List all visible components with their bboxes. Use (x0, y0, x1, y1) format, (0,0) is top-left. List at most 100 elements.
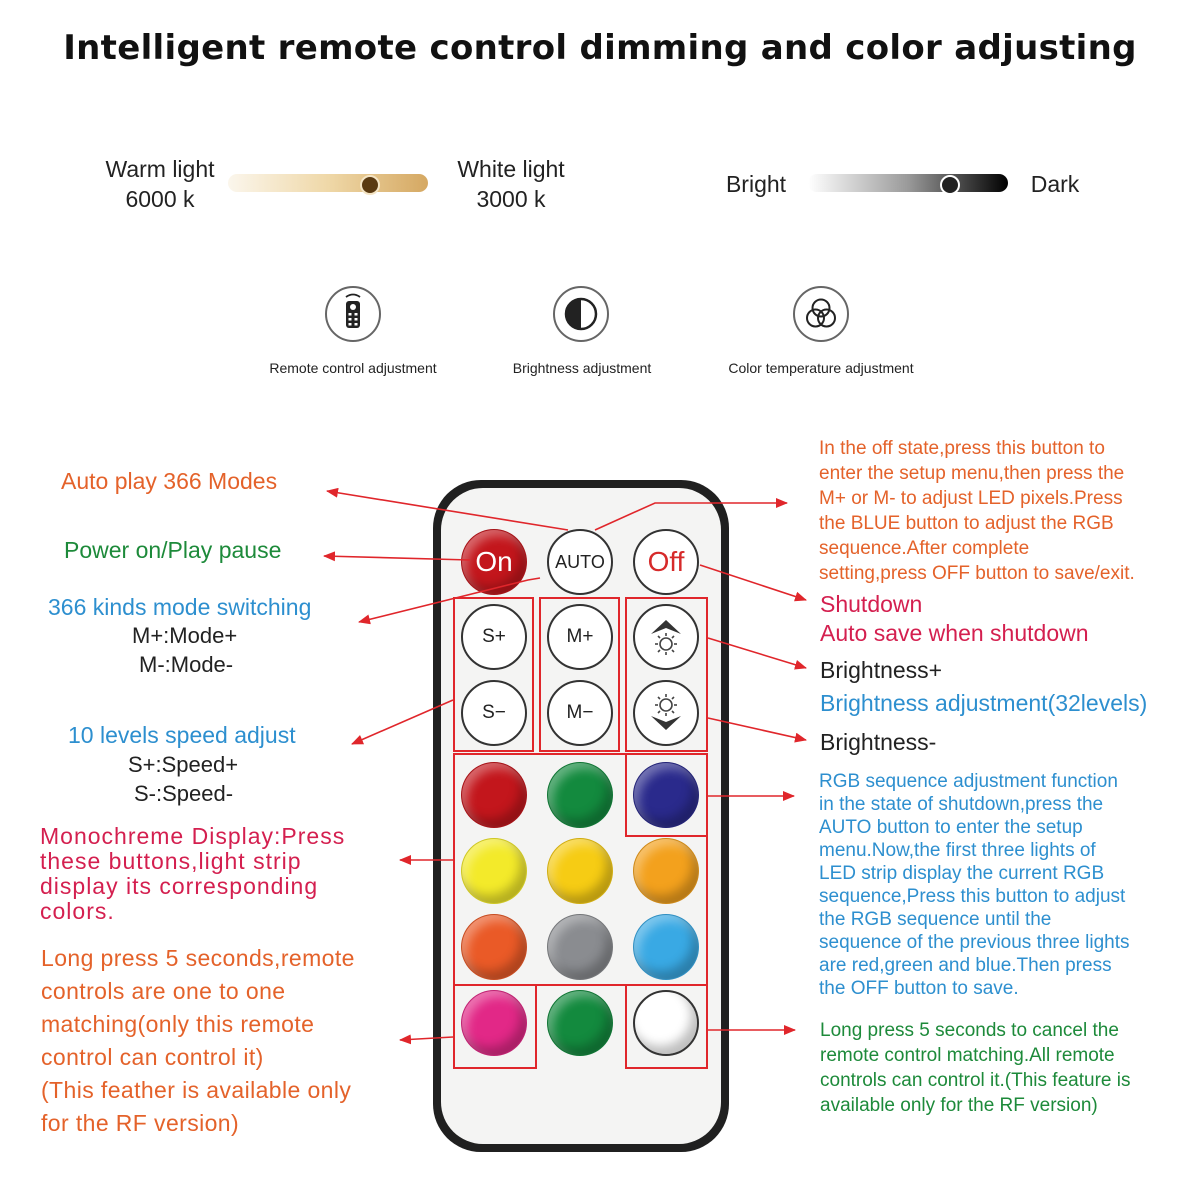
color-button-golden-yellow[interactable] (547, 838, 613, 904)
speed-note: 10 levels speed adjust (68, 722, 296, 748)
monochrome-line: these buttons,light strip (40, 848, 302, 874)
color-button-gray[interactable] (547, 914, 613, 980)
setup-line: sequence.After complete (819, 538, 1030, 559)
mode-plus-note: M+:Mode+ (132, 623, 238, 648)
color-temperature-knob[interactable] (360, 175, 380, 195)
brightness-levels-note: Brightness adjustment(32levels) (820, 690, 1148, 716)
half-circle-icon (553, 286, 609, 342)
color-button-white[interactable] (633, 990, 699, 1056)
long-press-line: controls are one to one (41, 978, 286, 1004)
shutdown-note: Shutdown (820, 591, 923, 617)
color-button-red[interactable] (461, 762, 527, 828)
white-button-box (625, 984, 708, 1069)
auto-play-note: Auto play 366 Modes (61, 468, 278, 494)
brightness-up-icon (651, 620, 681, 655)
rgb-line: in the state of shutdown,press the (819, 794, 1104, 815)
speed-group-box (453, 597, 534, 752)
color-button-blue[interactable] (633, 762, 699, 828)
mode-switch-note: 366 kinds mode switching (48, 594, 312, 620)
rgb-line: the OFF button to save. (819, 978, 1019, 999)
brightness-adjustment-caption: Brightness adjustment (512, 360, 652, 376)
rgb-line: menu.Now,the first three lights of (819, 840, 1096, 861)
mode-minus-button[interactable]: M− (547, 680, 613, 746)
cancel-line: available only for the RF version) (820, 1095, 1098, 1116)
bright-label: Bright (725, 171, 787, 197)
color-grid-box (453, 753, 708, 986)
long-press-line: (This feather is available only (41, 1077, 352, 1103)
mode-group-box (539, 597, 620, 752)
brightness-plus-button[interactable] (633, 604, 699, 670)
brightness-group-box (625, 597, 708, 752)
rgb-line: RGB sequence adjustment function (819, 771, 1118, 792)
brightness-minus-note: Brightness- (820, 729, 937, 755)
pink-button-box (453, 984, 537, 1069)
rgb-line: the RGB sequence until the (819, 909, 1052, 930)
white-light-text: White light (457, 156, 565, 182)
setup-line: setting,press OFF button to save/exit. (819, 563, 1135, 584)
warm-light-text: Warm light (105, 156, 215, 182)
monochrome-note: Monochreme Display:Press these buttons,l… (40, 824, 345, 924)
setup-line: the BLUE button to adjust the RGB (819, 513, 1114, 534)
cancel-line: remote control matching.All remote (820, 1045, 1115, 1066)
white-light-label: White light 3000 k (440, 154, 582, 214)
setup-line: M+ or M- to adjust LED pixels.Press (819, 488, 1123, 509)
monochrome-line: display its corresponding (40, 873, 319, 899)
long-press-line: Long press 5 seconds,remote (41, 945, 355, 971)
long-press-note: Long press 5 seconds,remote controls are… (41, 942, 355, 1140)
speed-minus-note: S-:Speed- (134, 781, 234, 806)
mode-plus-label: M+ (566, 626, 594, 647)
auto-button-label: AUTO (555, 551, 605, 572)
power-note: Power on/Play pause (64, 537, 282, 563)
long-press-line: for the RF version) (41, 1110, 240, 1136)
setup-menu-note: In the off state,press this button to en… (819, 436, 1135, 586)
three-circles-icon (793, 286, 849, 342)
on-button[interactable]: On (461, 529, 527, 595)
cancel-line: controls can control it.(This feature is (820, 1070, 1131, 1091)
color-button-yellow[interactable] (461, 838, 527, 904)
brightness-down-icon (651, 694, 681, 730)
on-button-label: On (475, 546, 513, 577)
rgb-line: LED strip display the current RGB (819, 863, 1105, 884)
warm-light-value: 6000 k (125, 186, 195, 212)
color-temperature-caption: Color temperature adjustment (728, 360, 914, 376)
rgb-line: AUTO button to enter the setup (819, 817, 1083, 838)
off-button-label: Off (647, 546, 685, 577)
remote-adjustment-caption: Remote control adjustment (269, 360, 437, 376)
mode-plus-button[interactable]: M+ (547, 604, 613, 670)
remote-icon (325, 286, 381, 342)
long-press-line: control can control it) (41, 1044, 264, 1070)
rgb-line: sequence,Press this button to adjust (819, 886, 1126, 907)
brightness-knob[interactable] (940, 175, 960, 195)
long-press-line: matching(only this remote (41, 1011, 315, 1037)
color-button-green[interactable] (547, 762, 613, 828)
mode-minus-label: M− (566, 702, 594, 723)
off-button[interactable]: Off (633, 529, 699, 595)
cancel-matching-note: Long press 5 seconds to cancel the remot… (820, 1018, 1130, 1118)
color-button-sky-blue[interactable] (633, 914, 699, 980)
speed-plus-note: S+:Speed+ (128, 752, 239, 777)
rgb-line: sequence of the previous three lights (819, 932, 1130, 953)
page-title: Intelligent remote control dimming and c… (63, 28, 1137, 68)
white-light-value: 3000 k (476, 186, 546, 212)
color-button-red-orange[interactable] (461, 914, 527, 980)
color-button-orange[interactable] (633, 838, 699, 904)
monochrome-line: Monochreme Display:Press (40, 823, 346, 849)
color-button-pink[interactable] (461, 990, 527, 1056)
speed-plus-button[interactable]: S+ (461, 604, 527, 670)
autosave-note: Auto save when shutdown (820, 620, 1089, 646)
speed-minus-button[interactable]: S− (461, 680, 527, 746)
setup-line: enter the setup menu,then press the (819, 463, 1125, 484)
brightness-plus-note: Brightness+ (820, 657, 943, 683)
color-button-dark-green[interactable] (547, 990, 613, 1056)
rgb-sequence-note: RGB sequence adjustment function in the … (819, 770, 1130, 1000)
blue-button-box (625, 753, 708, 837)
rgb-line: are red,green and blue.Then press (819, 955, 1112, 976)
auto-button[interactable]: AUTO (547, 529, 613, 595)
dark-label: Dark (1030, 171, 1080, 197)
brightness-minus-button[interactable] (633, 680, 699, 746)
speed-minus-label: S− (482, 702, 506, 723)
monochrome-line: colors. (40, 898, 115, 924)
mode-minus-note: M-:Mode- (139, 652, 234, 677)
warm-light-label: Warm light 6000 k (90, 154, 230, 214)
